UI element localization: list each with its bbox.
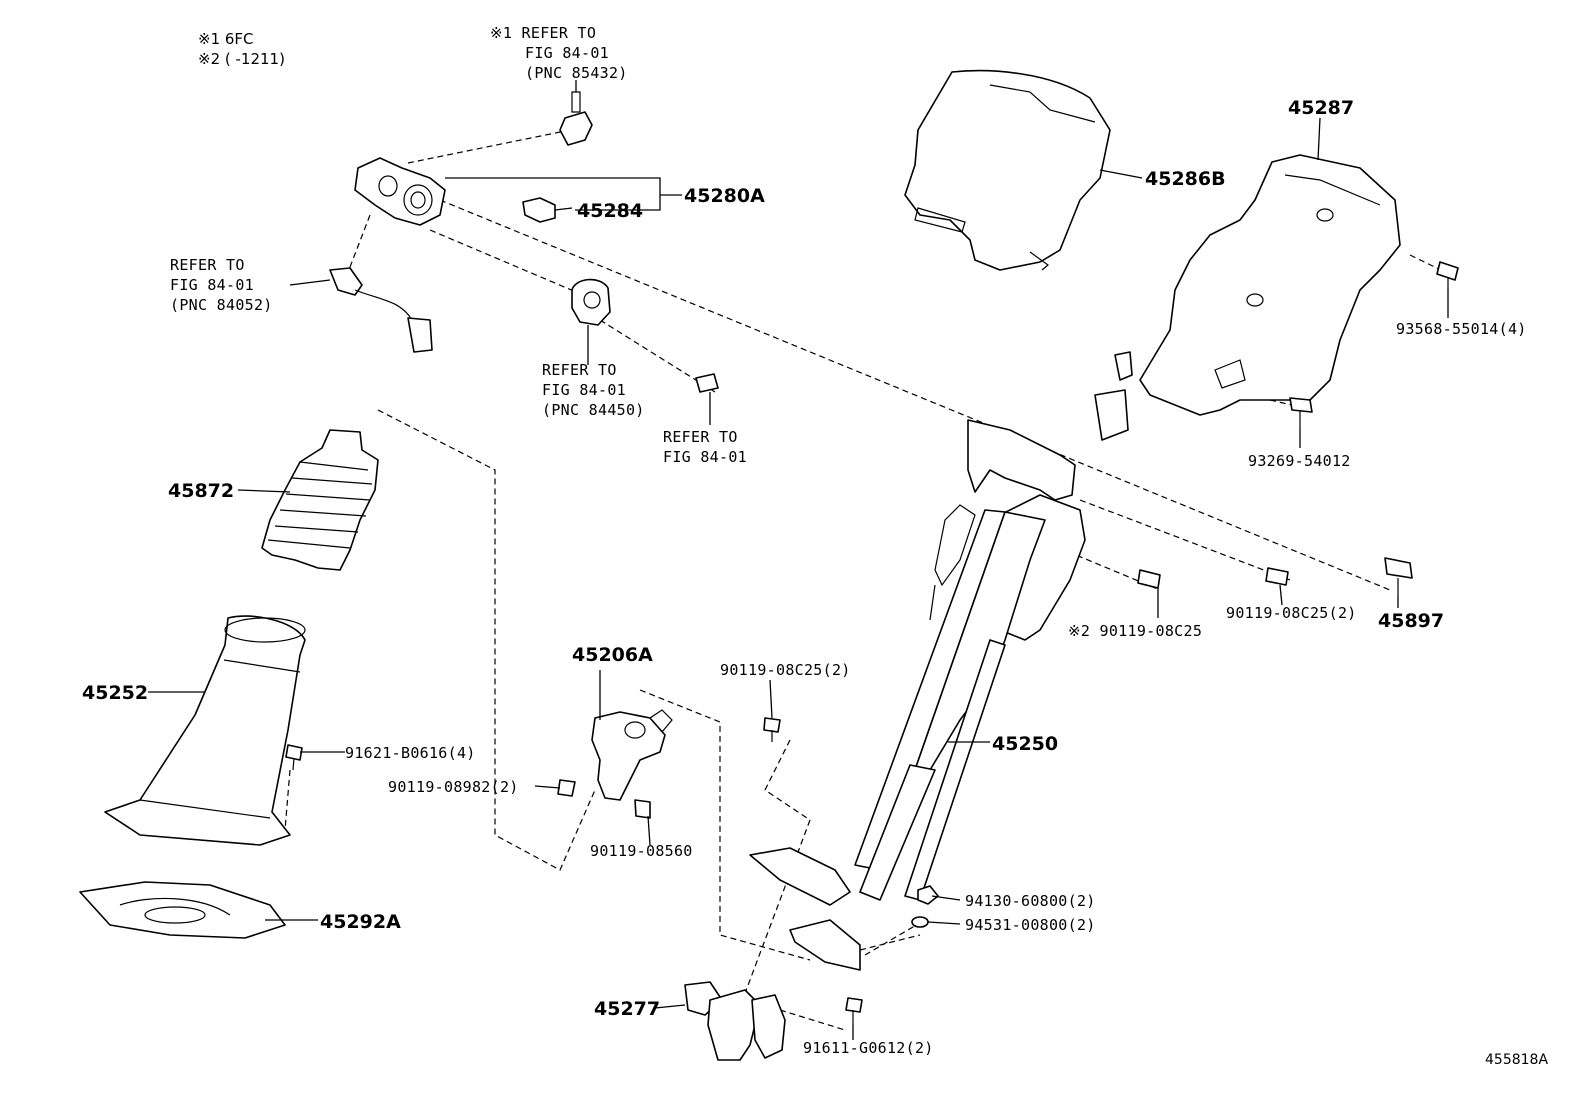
- refer-84450-line2: FIG 84-01: [542, 381, 626, 399]
- label-91611-G0612: 91611-G0612(2): [803, 1039, 934, 1057]
- cover-45292A-part: [79, 881, 286, 939]
- refer-85432-line3: (PNC 85432): [525, 64, 628, 82]
- column-cover-upper-45286B-part: [904, 69, 1111, 271]
- nut-94130-part: [917, 885, 939, 905]
- label-94531-00800: 94531-00800(2): [965, 916, 1096, 934]
- intermediate-shaft-45206A-part: [591, 709, 673, 801]
- bolt-90119-08C25-c-part: [1265, 567, 1289, 586]
- figure-code: 455818A: [1485, 1052, 1548, 1068]
- screw-93568-part: [1436, 261, 1459, 288]
- refer-85432-label: ※1 REFER TO FIG 84-01 (PNC 85432): [490, 24, 628, 82]
- refer-84052-line1: REFER TO: [170, 256, 245, 274]
- refer-84450-line1: REFER TO: [542, 361, 617, 379]
- refer-8401-label: REFER TO FIG 84-01: [663, 428, 747, 466]
- column-cover-lower-45287-part: [1139, 154, 1401, 416]
- label-90119-08C25-c: 90119-08C25(2): [1226, 604, 1357, 622]
- label-45280A: 45280A: [684, 185, 765, 207]
- bolt-90119-08560-part: [634, 799, 651, 819]
- bracket-45277-part: [684, 981, 786, 1061]
- washer-94531-part: [911, 916, 929, 928]
- screw-91621-part: [285, 744, 303, 771]
- label-45897: 45897: [1378, 610, 1444, 632]
- leader-lines: [148, 80, 1449, 1040]
- dust-boot-45872-part: [261, 429, 379, 571]
- bolt-90119-08982-part: [557, 779, 576, 797]
- label-90119-08C25-a: 90119-08C25(2): [720, 661, 851, 679]
- screw-93269-part: [1289, 397, 1313, 430]
- bolt-90119-08C25-a-part: [763, 717, 781, 742]
- refer-84052-line3: (PNC 84052): [170, 296, 273, 314]
- connector-85432-part: [559, 91, 593, 146]
- refer-85432-line2: FIG 84-01: [525, 44, 609, 62]
- steering-column-45250-part: [749, 351, 1133, 971]
- refer-85432-line1: ※1 REFER TO: [490, 24, 596, 42]
- key-cylinder-45284-part: [522, 197, 573, 223]
- label-93269-54012: 93269-54012: [1248, 452, 1351, 470]
- note-1: ※1 6FC: [198, 30, 254, 48]
- label-45252: 45252: [82, 682, 148, 704]
- label-45206A: 45206A: [572, 644, 653, 666]
- screw-8401-part: [695, 373, 719, 393]
- column-hole-cover-45252-part: [104, 615, 306, 846]
- label-45292A: 45292A: [320, 911, 401, 933]
- refer-84450-line3: (PNC 84450): [542, 401, 645, 419]
- refer-84450-label: REFER TO FIG 84-01 (PNC 84450): [542, 361, 645, 419]
- label-93568-55014: 93568-55014(4): [1396, 320, 1527, 338]
- refer-8401-line2: FIG 84-01: [663, 448, 747, 466]
- label-45287: 45287: [1288, 97, 1354, 119]
- ignition-switch-45280A-part: [354, 157, 446, 226]
- label-45872: 45872: [168, 480, 234, 502]
- note-2: ※2 ( -1211): [198, 50, 285, 68]
- sensor-84450-part: [571, 278, 611, 326]
- label-91621-B0616: 91621-B0616(4): [345, 744, 476, 762]
- refer-8401-line1: REFER TO: [663, 428, 738, 446]
- refer-84052-line2: FIG 84-01: [170, 276, 254, 294]
- bolt-91611-part: [845, 997, 863, 1025]
- label-90119-08982: 90119-08982(2): [388, 778, 519, 796]
- wire-harness-84052-part: [329, 267, 433, 353]
- label-94130-60800: 94130-60800(2): [965, 892, 1096, 910]
- label-90119-08560: 90119-08560: [590, 842, 693, 860]
- bolt-45897-part: [1384, 557, 1413, 595]
- refer-84052-label: REFER TO FIG 84-01 (PNC 84052): [170, 256, 273, 314]
- label-45284: 45284: [577, 200, 643, 222]
- label-45250: 45250: [992, 733, 1058, 755]
- label-45286B: 45286B: [1145, 168, 1226, 190]
- label-45277: 45277: [594, 998, 660, 1020]
- label-90119-08C25-b: ※2 90119-08C25: [1068, 622, 1202, 640]
- bolt-90119-08C25-b-part: [1137, 569, 1161, 589]
